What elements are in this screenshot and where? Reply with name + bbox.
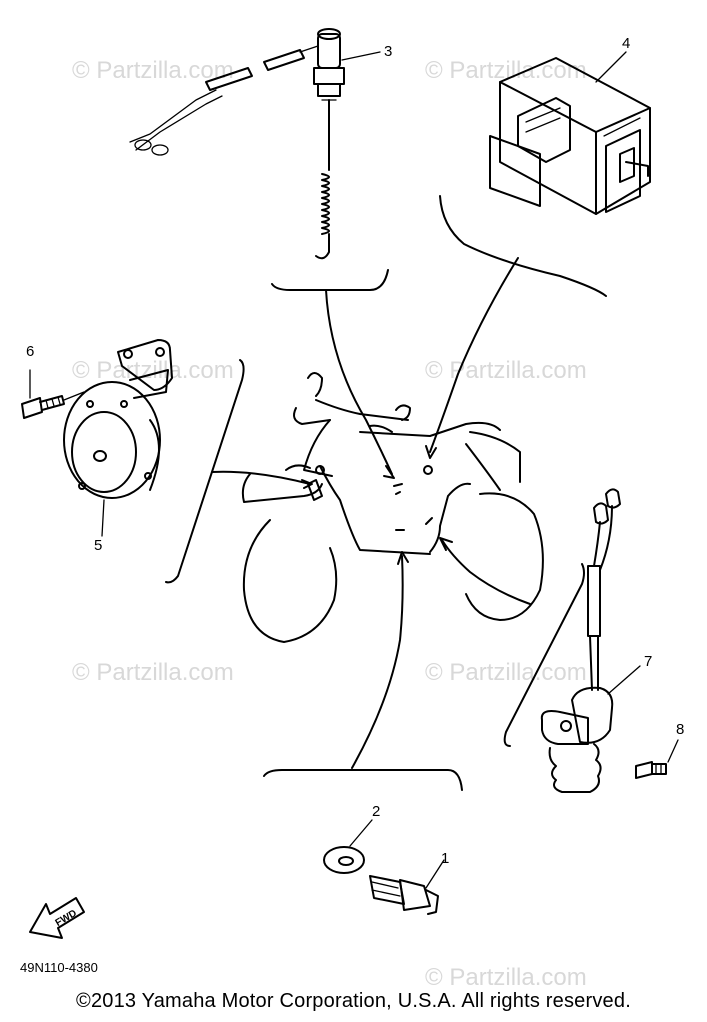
part-2-washer <box>323 819 373 874</box>
bracket-7 <box>503 563 585 747</box>
watermark: © Partzilla.com <box>72 57 234 84</box>
motorcycle-frame <box>241 372 544 643</box>
copyright-notice: ©2013 Yamaha Motor Corporation, U.S.A. A… <box>76 990 631 1012</box>
callout-7: 7 <box>644 653 652 670</box>
watermark: © Partzilla.com <box>72 357 234 384</box>
callout-2: 2 <box>372 803 380 820</box>
part-3-switch <box>129 28 345 260</box>
watermark: © Partzilla.com <box>425 659 587 686</box>
part-7-switch <box>540 488 621 793</box>
callout-6: 6 <box>26 343 34 360</box>
watermark: © Partzilla.com <box>425 964 587 991</box>
part-4-relay <box>489 57 651 215</box>
callout-3: 3 <box>384 43 392 60</box>
watermark: © Partzilla.com <box>425 357 587 384</box>
fwd-label: FWD <box>54 908 79 929</box>
part-1-sensor <box>369 859 445 915</box>
bracket-3 <box>271 269 389 291</box>
callout-leaders <box>101 51 641 695</box>
bracket-4 <box>439 195 607 297</box>
callout-5: 5 <box>94 537 102 554</box>
part-8-screw <box>635 739 679 779</box>
bracket-5 <box>165 359 245 584</box>
bracket-1-2 <box>263 769 463 791</box>
part-6-bolt <box>21 369 85 419</box>
fwd-arrow-icon: FWD <box>29 897 85 939</box>
leader-lines <box>211 257 531 769</box>
callout-labels: 1 2 3 4 5 6 7 8 <box>26 35 684 867</box>
watermark: © Partzilla.com <box>72 659 234 686</box>
watermark-layer: © Partzilla.com © Partzilla.com © Partzi… <box>72 57 587 991</box>
callout-8: 8 <box>676 721 684 738</box>
part-5-horn <box>63 339 173 499</box>
callout-1: 1 <box>441 850 449 867</box>
diagram-code: 49N110-4380 <box>20 960 98 975</box>
callout-4: 4 <box>622 35 630 52</box>
